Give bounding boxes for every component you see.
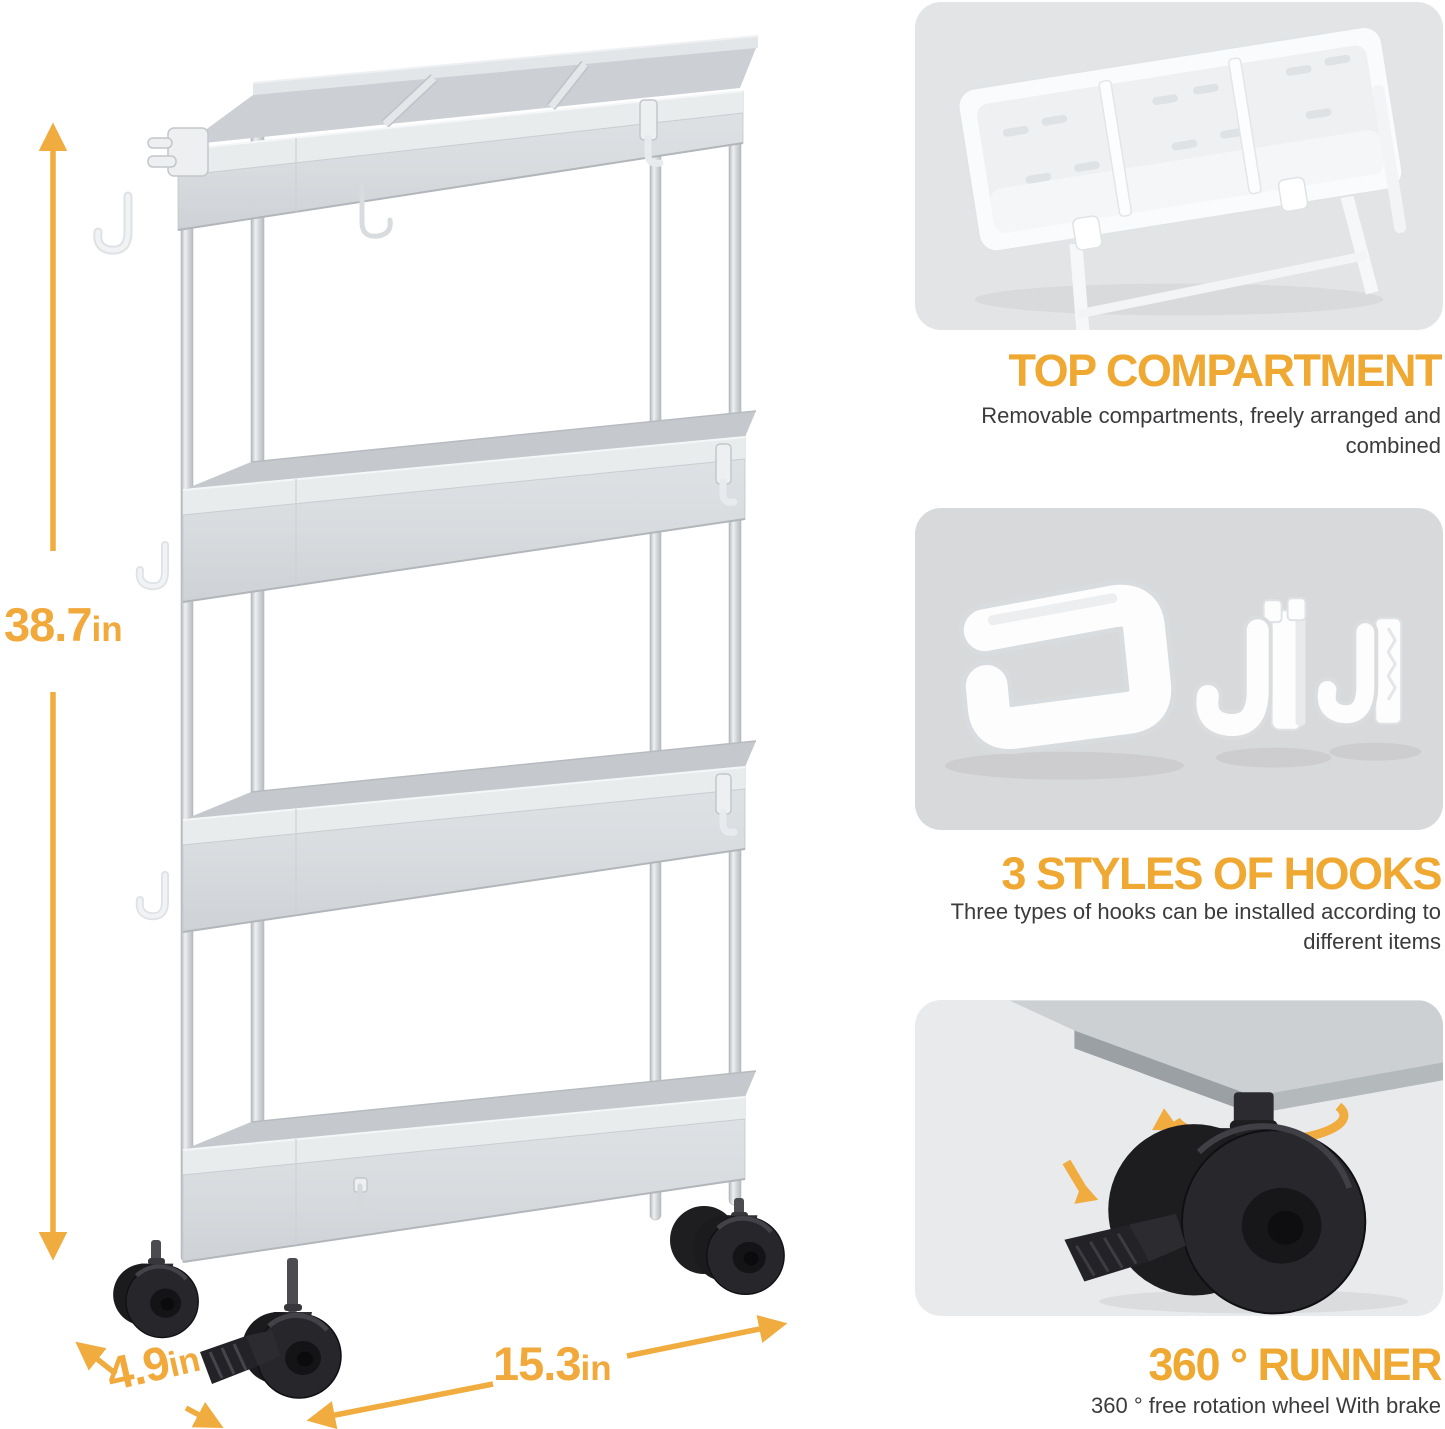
- feature-heading-runner: 360 ° RUNNER: [1148, 1339, 1442, 1390]
- width-unit: in: [580, 1349, 612, 1388]
- height-arrow-down: [38, 692, 68, 1261]
- height-arrow-up: [38, 122, 68, 551]
- depth-arrow: [75, 1341, 224, 1429]
- caster-wheel: [693, 1215, 784, 1294]
- feature-description-runner: 360 ° free rotation wheel With brake: [1091, 1393, 1441, 1418]
- caster-wheel-photo: [915, 1000, 1443, 1316]
- height-dimension-label: 38.7in: [4, 601, 123, 648]
- feature-heading-hooks: 3 STYLES OF HOOKS: [1001, 848, 1442, 899]
- height-value: 38.7: [4, 598, 92, 651]
- caster-wheel-with-brake: [200, 1312, 341, 1398]
- top-compartment-photo: [915, 2, 1443, 330]
- width-arrow: [306, 1314, 788, 1429]
- three-hooks-photo: [915, 508, 1443, 830]
- cart-hooks: [147, 99, 732, 1193]
- cart-product-image: [93, 35, 900, 1429]
- width-dimension-label: 15.3in: [493, 1340, 612, 1387]
- feature-description-top-compartment: Removable compartments, freely arranged …: [981, 403, 1441, 458]
- feature-heading-top-compartment: TOP COMPARTMENT: [1008, 345, 1442, 396]
- height-unit: in: [91, 610, 123, 649]
- width-value: 15.3: [493, 1337, 581, 1390]
- feature-description-hooks: Three types of hooks can be installed ac…: [950, 899, 1441, 954]
- caster-wheel: [113, 1264, 198, 1338]
